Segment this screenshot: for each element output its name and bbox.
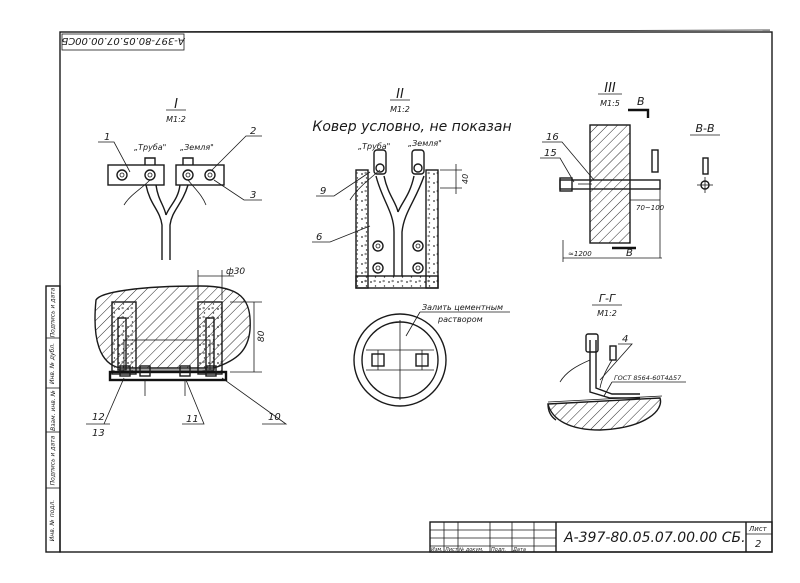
callout-3: 3 bbox=[250, 190, 256, 201]
callout-1: 1 bbox=[104, 132, 110, 143]
top-stamp-text: А-397-80.05.07.00.00СБ bbox=[61, 35, 185, 46]
main-section-dim-dia: ф30 bbox=[226, 267, 245, 277]
title-block-header-list: Лист bbox=[444, 547, 459, 553]
view-2: II М1:2 Ковер условно, не показан „Труба… bbox=[312, 87, 512, 289]
frame-top-extension bbox=[59, 29, 771, 33]
side-stamp-frame bbox=[45, 285, 61, 553]
view-gg-standard: ГОСТ 8564-60Т4Δ57 bbox=[614, 374, 682, 382]
view-bb-title: В-В bbox=[695, 122, 714, 135]
view-1-scale: М1:2 bbox=[166, 115, 186, 124]
view-2-title: II bbox=[396, 87, 404, 102]
view-gg-scale: М1:2 bbox=[597, 309, 617, 318]
main-section-tube-left bbox=[111, 301, 137, 375]
view-2-label-ground: „Земля" bbox=[408, 139, 442, 148]
callouts: 1 2 3 9 6 16 15 4 12 13 11 10 bbox=[86, 126, 633, 439]
title-block-sheet-label: Лист bbox=[748, 525, 768, 533]
view-1-title: I bbox=[174, 97, 178, 112]
callout-16: 16 bbox=[546, 132, 559, 143]
main-section-tube-right bbox=[197, 301, 223, 375]
side-stamp-text-4: Подпись и дата bbox=[49, 435, 57, 485]
side-stamp-text-3: Взам. инв. № bbox=[49, 389, 57, 431]
view-3: III М1:5 В 70~100 ≈1200 В bbox=[559, 81, 665, 262]
tube-bottom bbox=[355, 275, 439, 289]
callout-12: 12 bbox=[92, 412, 105, 423]
view-gg: Г-Г М1:2 ГОСТ 8564-60Т4Δ57 bbox=[547, 292, 686, 431]
title-block-header-date: Дата bbox=[512, 547, 526, 553]
side-stamp-cell-1: Подпись и дата bbox=[46, 286, 60, 338]
title-block-header-doc: № докум. bbox=[458, 547, 484, 553]
callout-13: 13 bbox=[92, 428, 105, 439]
view-2-label-pipe: „Труба" bbox=[358, 142, 390, 151]
view-bb: В-В bbox=[690, 122, 720, 193]
callout-11: 11 bbox=[186, 414, 199, 425]
callout-15: 15 bbox=[544, 148, 557, 159]
view-1-label-ground: „Земля" bbox=[180, 143, 214, 152]
callout-10: 10 bbox=[268, 412, 281, 423]
top-stamp: А-397-80.05.07.00.00СБ bbox=[61, 33, 186, 51]
circle-view: Залить цементным раствором bbox=[353, 303, 510, 407]
main-section: ф30 80 bbox=[94, 267, 267, 396]
view-1: I М1:2 „Труба" „Земля" bbox=[107, 97, 225, 260]
side-stamp-cell-4: Подпись и дата bbox=[46, 432, 60, 488]
side-stamp-cell-5: Инв. № подл. bbox=[46, 488, 60, 552]
side-stamp-cell-2: Инв. № дубл. bbox=[46, 338, 60, 388]
circle-view-outer bbox=[353, 313, 447, 407]
title-block-header-izm: Изм. bbox=[431, 547, 443, 553]
side-stamp-text-1: Подпись и дата bbox=[49, 287, 57, 337]
callout-4: 4 bbox=[622, 334, 628, 345]
side-stamp-cell-3: Взам. инв. № bbox=[46, 388, 60, 432]
view-3-section-mark: В bbox=[637, 95, 645, 108]
view-3-title: III bbox=[604, 81, 616, 96]
title-block: Изм. Лист № докум. Подп. Дата А-397-80.0… bbox=[429, 521, 773, 553]
title-block-sheet-number: 2 bbox=[755, 539, 761, 550]
title-block-designation: А-397-80.05.07.00.00 СБ. bbox=[563, 530, 746, 546]
main-section-dim-height: 80 bbox=[257, 330, 267, 342]
view-3-dim-length: ≈1200 bbox=[568, 250, 592, 258]
view-gg-ground bbox=[547, 397, 662, 431]
circle-view-note-1: Залить цементным bbox=[422, 303, 503, 312]
view-1-label-pipe: „Труба" bbox=[134, 143, 166, 152]
terminal-plate-left bbox=[107, 164, 165, 186]
view-2-scale: М1:2 bbox=[390, 105, 410, 114]
view-3-dim-mark: В bbox=[626, 248, 633, 259]
side-stamp-text-5: Инв. № подл. bbox=[49, 499, 57, 541]
main-section-base-plate bbox=[108, 370, 228, 382]
view-3-dim-range: 70~100 bbox=[636, 204, 665, 212]
title-block-header-sign: Подп. bbox=[491, 547, 506, 553]
circle-view-note-2: раствором bbox=[437, 315, 483, 324]
view-2-dim-40: 40 bbox=[461, 174, 470, 184]
callout-2: 2 bbox=[250, 126, 256, 137]
view-3-scale: М1:5 bbox=[600, 99, 620, 108]
callout-6: 6 bbox=[316, 232, 322, 243]
terminal-plate-right bbox=[175, 164, 225, 186]
view-3-wall bbox=[589, 124, 631, 244]
view-gg-title: Г-Г bbox=[599, 292, 616, 305]
tube-wall-right bbox=[425, 169, 439, 289]
view-2-note: Ковер условно, не показан bbox=[312, 119, 511, 135]
callout-9: 9 bbox=[320, 186, 326, 197]
side-stamp-text-2: Инв. № дубл. bbox=[49, 342, 57, 384]
